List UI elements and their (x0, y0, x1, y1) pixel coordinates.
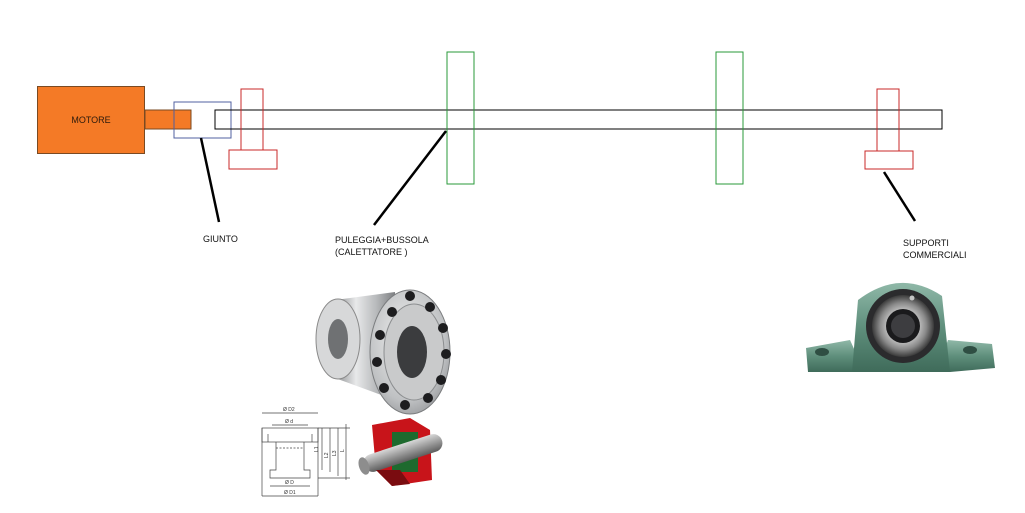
motor-shaft (144, 109, 192, 130)
main-shaft (214, 109, 943, 130)
shrink-disc-illustration (315, 289, 451, 415)
dim-D1: Ø D1 (284, 490, 296, 496)
dim-d: Ø d (285, 419, 293, 425)
coupling-box (173, 101, 232, 139)
motor-label: MOTORE (71, 115, 111, 125)
pulley-left (446, 51, 475, 185)
supports-label-line2: COMMERCIALI (903, 250, 967, 260)
shrink-disc-cutaway (358, 418, 443, 486)
dim-d2: Ø D2 (283, 407, 295, 413)
dim-L1: L1 (314, 446, 320, 452)
pulley-right (715, 51, 744, 185)
pulley-leader (373, 130, 447, 226)
coupling-label: GIUNTO (203, 234, 238, 244)
dimension-drawing (261, 412, 350, 497)
pulley-label-line1: PULEGGIA+BUSSOLA (335, 235, 429, 245)
dim-L2: L2 (324, 452, 330, 458)
dim-L3: L3 (332, 450, 338, 456)
right-support (864, 88, 914, 170)
left-support (228, 88, 278, 170)
pillow-block-illustration (806, 282, 995, 372)
coupling-leader (199, 137, 221, 223)
support-leader (882, 171, 917, 222)
motor-block: MOTORE (37, 86, 145, 154)
pulley-label-line2: (CALETTATORE ) (335, 247, 408, 257)
dim-D: Ø D (285, 480, 294, 486)
dim-L: L (340, 449, 346, 452)
supports-label-line1: SUPPORTI (903, 238, 949, 248)
